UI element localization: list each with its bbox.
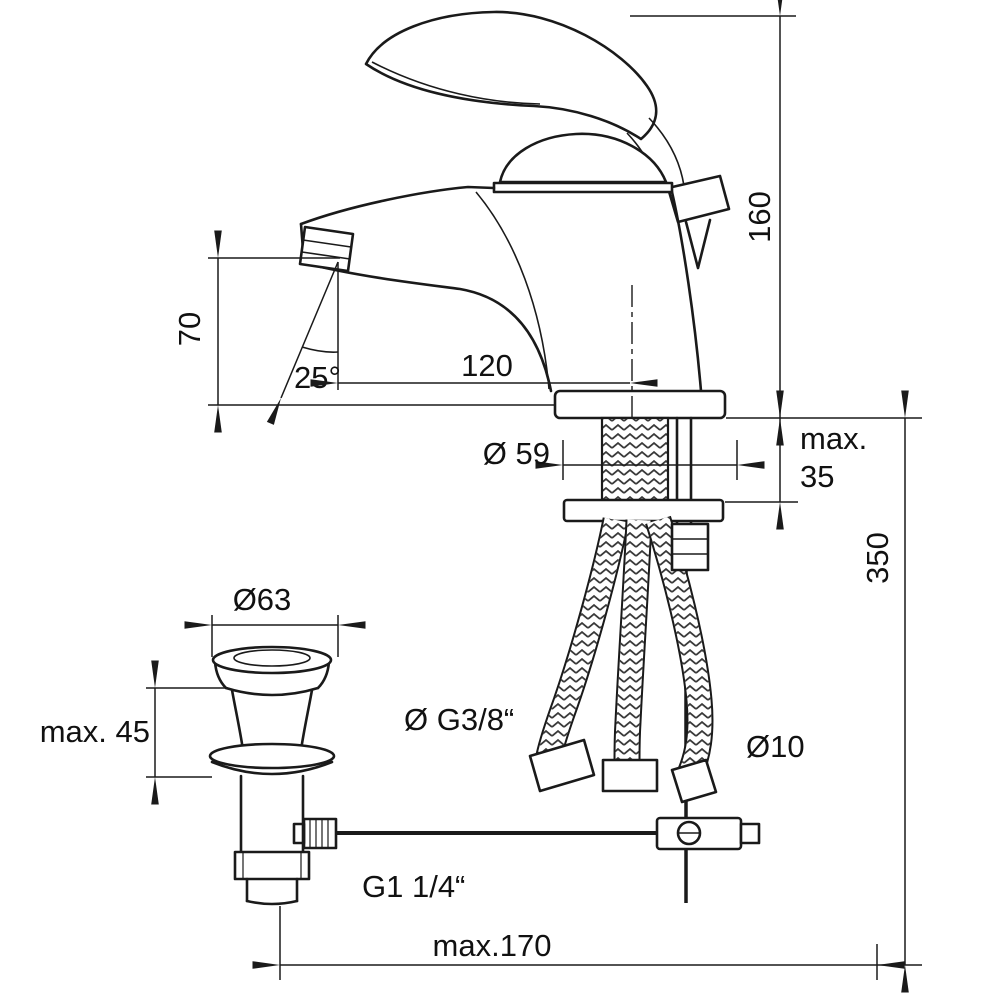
label-waste-thread: G1 1/4“ bbox=[362, 869, 465, 904]
dim-label-350: 350 bbox=[860, 532, 895, 584]
hose-connector-middle bbox=[601, 758, 659, 793]
lever-tip-line bbox=[648, 117, 685, 187]
waste-nut-band bbox=[233, 850, 311, 881]
dimension-120: 120 bbox=[310, 348, 658, 387]
below-deck-assembly bbox=[292, 416, 761, 903]
dim-label-120: 120 bbox=[461, 348, 513, 383]
horseshoe-washer bbox=[562, 498, 725, 523]
waste-cap-inner bbox=[233, 649, 311, 667]
waste-flange bbox=[208, 742, 336, 770]
dim-label-max: max. bbox=[800, 421, 867, 456]
label-d10: Ø10 bbox=[746, 729, 805, 764]
dim-label-70: 70 bbox=[172, 312, 207, 346]
popup-waste bbox=[208, 645, 336, 906]
waste-nut-band-lines bbox=[242, 852, 302, 879]
dimension-max35: max. 35 bbox=[725, 390, 867, 530]
flexible-hose-right bbox=[645, 515, 714, 782]
supply-hose-middle bbox=[613, 519, 653, 761]
lever-indicator-tab bbox=[666, 174, 731, 224]
base-flange bbox=[553, 389, 727, 420]
dim-label-35: 35 bbox=[800, 459, 834, 494]
faucet bbox=[208, 10, 731, 480]
hose-connector-right bbox=[670, 758, 718, 804]
lever-indicator-point bbox=[684, 218, 712, 270]
dimension-59: Ø 59 bbox=[483, 436, 765, 480]
spout-bottom-edge bbox=[302, 261, 553, 393]
label-supply-thread: Ø G3/8“ bbox=[404, 702, 514, 737]
threaded-shank bbox=[600, 416, 670, 504]
waste-neck-right bbox=[299, 688, 314, 752]
label-g114: G1 1/4“ bbox=[362, 869, 465, 904]
aerator bbox=[298, 225, 355, 273]
dim-label-max170: max.170 bbox=[433, 928, 552, 963]
dimension-max45: max. 45 bbox=[40, 660, 228, 805]
rod-knurl-hatch bbox=[309, 819, 329, 848]
waste-flange-bottom bbox=[210, 760, 334, 776]
rod-knurled-knob bbox=[302, 817, 338, 850]
label-g38: Ø G3/8“ bbox=[404, 702, 514, 737]
dome-ring bbox=[492, 181, 674, 194]
label-hose-diameter: Ø10 bbox=[746, 729, 805, 764]
dim-label-59: Ø 59 bbox=[483, 436, 550, 471]
mounting-nut-lines bbox=[672, 538, 708, 555]
body-front-detail bbox=[475, 191, 550, 390]
dimension-350: 350 bbox=[860, 390, 909, 993]
cartridge-dome bbox=[498, 132, 668, 184]
waste-cap-top bbox=[211, 645, 333, 675]
dimension-160: 160 bbox=[630, 0, 922, 446]
waste-cap-bottom bbox=[224, 686, 320, 697]
body-right-edge bbox=[670, 190, 703, 393]
faucet-lever-detail bbox=[371, 61, 541, 105]
rod-clamp-tab bbox=[739, 822, 761, 845]
spout-top-edge bbox=[299, 185, 496, 226]
dimension-max170: max.170 bbox=[252, 906, 922, 980]
dim-label-25deg: 25° bbox=[294, 360, 341, 395]
dimension-70: 70 bbox=[172, 230, 340, 433]
waste-tailpipe-bottom bbox=[245, 899, 299, 906]
aerator-hatch bbox=[301, 239, 352, 260]
supply-hose-left bbox=[535, 517, 630, 759]
hose-connector-left bbox=[528, 738, 596, 793]
dimension-63: Ø63 bbox=[184, 582, 366, 657]
dim-label-max45: max. 45 bbox=[40, 714, 150, 749]
dim-label-160: 160 bbox=[742, 191, 777, 243]
dim-label-63: Ø63 bbox=[233, 582, 292, 617]
mounting-nut bbox=[670, 522, 710, 572]
dimension-25deg: 25° bbox=[266, 261, 341, 425]
waste-neck-left bbox=[230, 688, 245, 752]
faucet-lever bbox=[364, 10, 658, 141]
